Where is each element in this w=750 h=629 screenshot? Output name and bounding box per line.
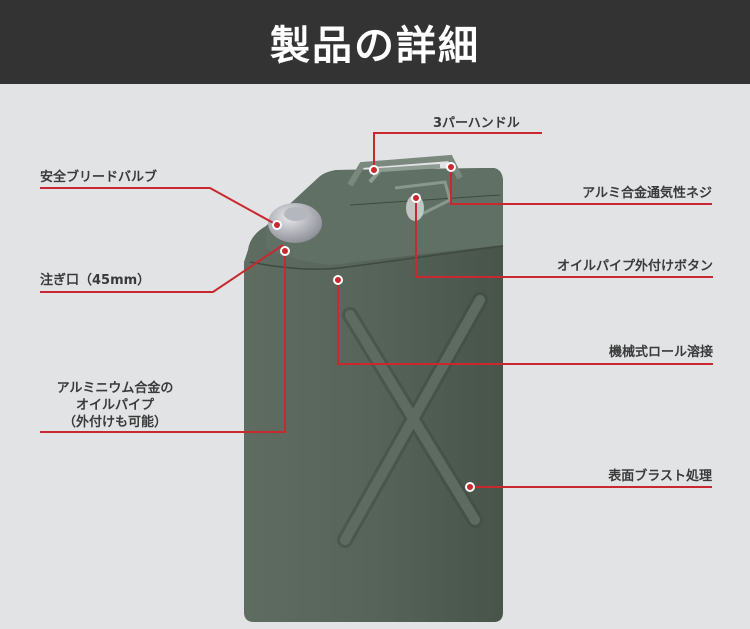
label-oil-pipe-line3: （外付けも可能） bbox=[62, 415, 167, 430]
label-blast: 表面ブラスト処理 bbox=[608, 469, 712, 484]
label-oil-pipe-line1: アルミニウム合金の bbox=[56, 381, 174, 396]
label-handle: 3パーハンドル bbox=[433, 116, 520, 131]
label-roll-weld: 機械式ロール溶接 bbox=[608, 345, 713, 360]
label-oil-pipe-line2: オイルパイプ bbox=[75, 398, 154, 413]
label-spout: 注ぎ口（45mm） bbox=[40, 273, 151, 288]
label-bleed-valve: 安全ブリードバルブ bbox=[40, 170, 158, 185]
page-title: 製品の詳細 bbox=[270, 23, 480, 69]
leader-lines bbox=[40, 132, 713, 488]
header-bar: 製品の詳細 bbox=[0, 0, 750, 84]
can-body bbox=[244, 168, 503, 622]
cap bbox=[268, 203, 322, 243]
label-pipe-button: オイルパイプ外付けボタン bbox=[556, 259, 713, 274]
label-vent-screw: アルミ合金通気性ネジ bbox=[582, 186, 712, 201]
label-oil-pipe: アルミニウム合金の オイルパイプ （外付けも可能） bbox=[40, 380, 190, 431]
callout-dots bbox=[272, 162, 475, 492]
can-top bbox=[266, 168, 503, 265]
